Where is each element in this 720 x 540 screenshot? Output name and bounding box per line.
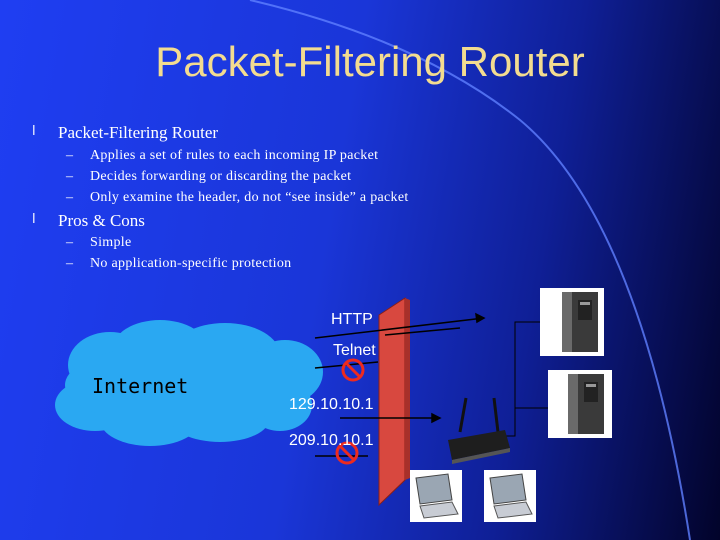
server-icon xyxy=(548,370,612,438)
no-entry-icon xyxy=(335,441,359,465)
internet-label: Internet xyxy=(92,374,189,398)
traffic-label-telnet: Telnet xyxy=(333,342,376,359)
sub-item: –Only examine the header, do not “see in… xyxy=(66,190,409,205)
sub-item: –Simple xyxy=(66,235,132,250)
bullet-text: Packet-Filtering Router xyxy=(58,123,219,142)
bullet-marker: l xyxy=(32,124,36,139)
laptop-icon xyxy=(484,470,536,522)
sub-item: –Decides forwarding or discarding the pa… xyxy=(66,169,352,184)
traffic-arrows xyxy=(314,312,486,457)
firewall-wall xyxy=(378,297,410,507)
slide-title: Packet-Filtering Router xyxy=(155,38,585,85)
bullet-marker: l xyxy=(32,212,36,227)
bullet-pros-cons: l Pros & Cons xyxy=(32,211,145,231)
sub-item: –No application-specific protection xyxy=(66,256,292,271)
traffic-label-ip-allowed: 129.10.10.1 xyxy=(289,396,374,413)
traffic-label-http: HTTP xyxy=(331,311,373,328)
internet-cloud xyxy=(55,320,323,446)
traffic-label-ip-blocked: 209.10.10.1 xyxy=(289,432,374,449)
sub-item: –Applies a set of rules to each incoming… xyxy=(66,148,379,163)
server-icon xyxy=(540,288,604,356)
no-entry-icon xyxy=(341,358,365,382)
wireless-router-icon xyxy=(448,397,510,464)
bullet-packet-filtering: l Packet-Filtering Router xyxy=(32,123,219,143)
bullet-text: Pros & Cons xyxy=(58,211,145,230)
laptop-icon xyxy=(410,470,462,522)
